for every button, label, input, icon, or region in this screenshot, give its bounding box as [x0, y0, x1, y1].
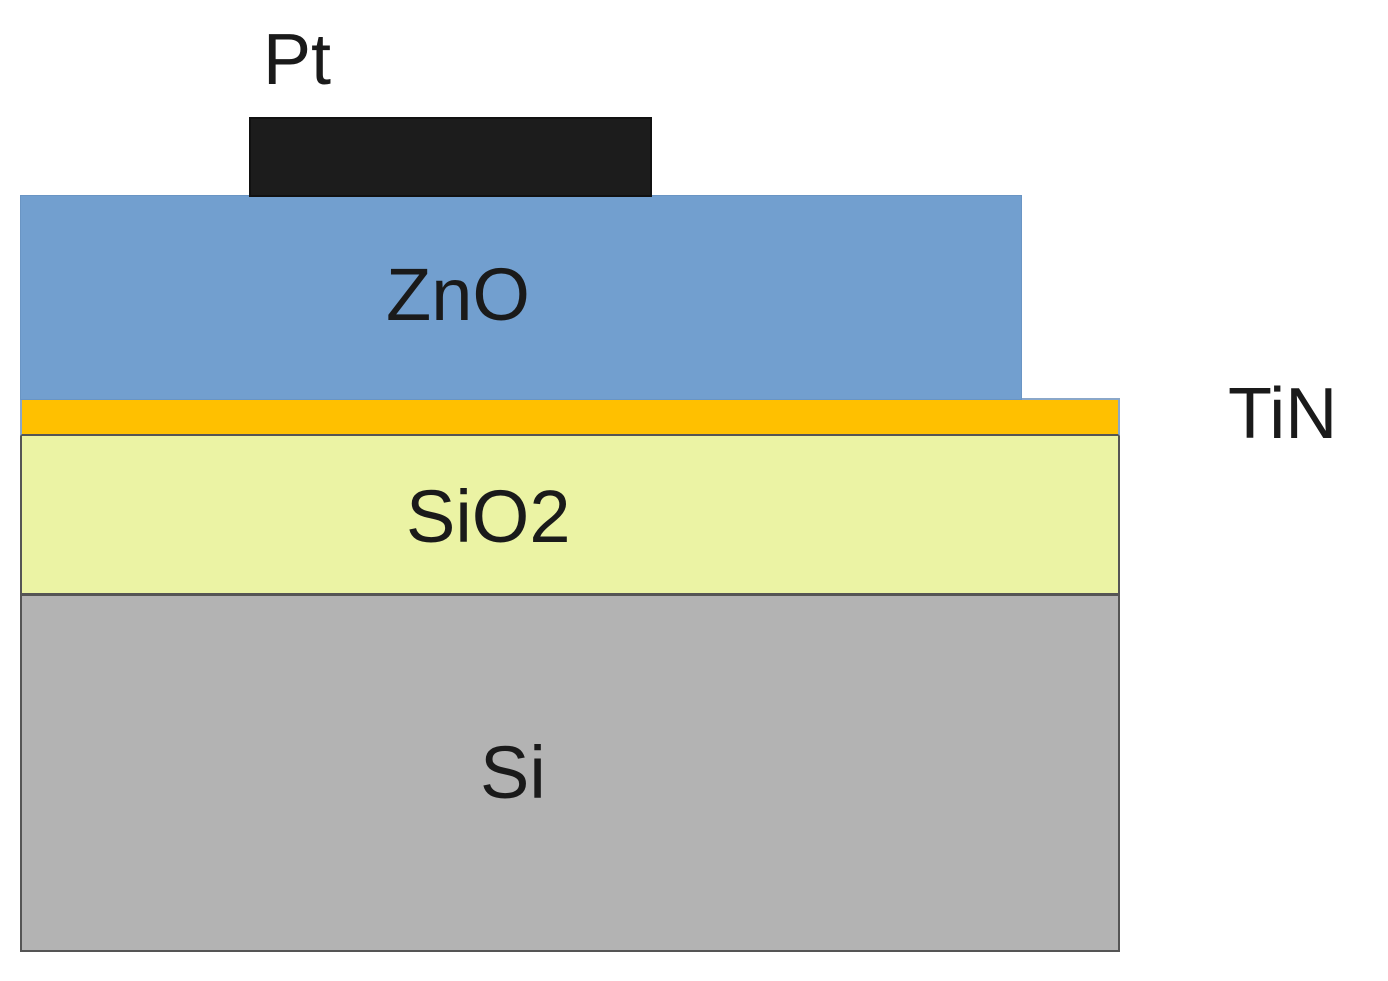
pt-label: Pt: [263, 20, 332, 100]
tin-label: TiN: [1228, 374, 1338, 454]
si-label: Si: [480, 731, 546, 814]
zno-layer: [20, 195, 1022, 400]
tin-layer: [20, 398, 1120, 436]
sio2-label: SiO2: [406, 475, 571, 558]
sio2-layer: [20, 435, 1120, 595]
zno-label: ZnO: [386, 253, 530, 336]
pt-electrode-layer: [249, 117, 652, 197]
si-substrate-layer: [20, 594, 1120, 952]
